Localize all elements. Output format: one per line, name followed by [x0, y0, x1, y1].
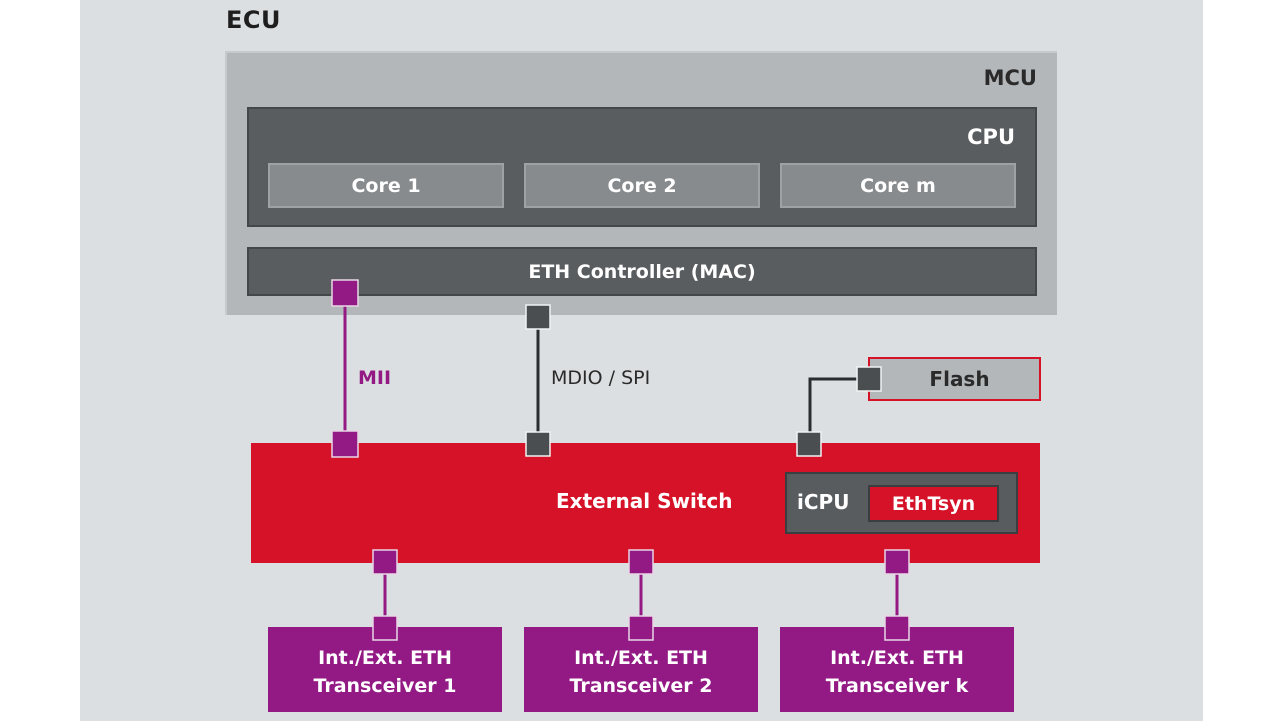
mcu-block: MCU CPU Core 1 Core 2 Core m ETH Control…	[225, 51, 1057, 315]
flash-port	[856, 366, 882, 392]
mdio-port-switch	[525, 431, 551, 457]
external-switch-label: External Switch	[556, 489, 733, 513]
ecu-label: ECU	[226, 6, 281, 34]
flash-wire	[808, 377, 860, 440]
switch-port-k	[884, 549, 910, 575]
eth-controller-block: ETH Controller (MAC)	[247, 247, 1037, 296]
external-switch-block: External Switch iCPU EthTsyn	[251, 443, 1040, 563]
mdio-spi-label: MDIO / SPI	[551, 367, 651, 389]
mii-label: MII	[358, 367, 392, 389]
transceiver-1-line1: Int./Ext. ETH	[318, 646, 452, 669]
flash-block: Flash	[868, 357, 1041, 401]
core-2-block: Core 2	[524, 163, 760, 208]
transceiver-1-block: Int./Ext. ETH Transceiver 1	[268, 627, 502, 712]
ethtsyn-block: EthTsyn	[868, 485, 999, 522]
mii-port-mac	[331, 279, 359, 307]
cpu-label: CPU	[967, 125, 1015, 149]
switch-port-1	[372, 549, 398, 575]
transceiver-2-block: Int./Ext. ETH Transceiver 2	[524, 627, 758, 712]
mdio-port-mcu	[525, 304, 551, 330]
mcu-label: MCU	[983, 66, 1037, 90]
transceiver-1-port	[372, 615, 398, 641]
switch-flash-port	[796, 431, 822, 457]
switch-port-2	[628, 549, 654, 575]
core-1-block: Core 1	[268, 163, 504, 208]
transceiver-2-port	[628, 615, 654, 641]
cpu-block: CPU Core 1 Core 2 Core m	[247, 107, 1037, 227]
transceiver-k-line2: Transceiver k	[825, 674, 969, 697]
icpu-block: iCPU EthTsyn	[785, 472, 1018, 534]
transceiver-k-block: Int./Ext. ETH Transceiver k	[780, 627, 1014, 712]
transceiver-2-line1: Int./Ext. ETH	[574, 646, 708, 669]
transceiver-k-port	[884, 615, 910, 641]
mii-port-switch	[331, 430, 359, 458]
icpu-label: iCPU	[797, 490, 850, 514]
transceiver-k-line1: Int./Ext. ETH	[830, 646, 964, 669]
core-m-block: Core m	[780, 163, 1016, 208]
transceiver-2-line2: Transceiver 2	[569, 674, 713, 697]
transceiver-1-line2: Transceiver 1	[313, 674, 457, 697]
